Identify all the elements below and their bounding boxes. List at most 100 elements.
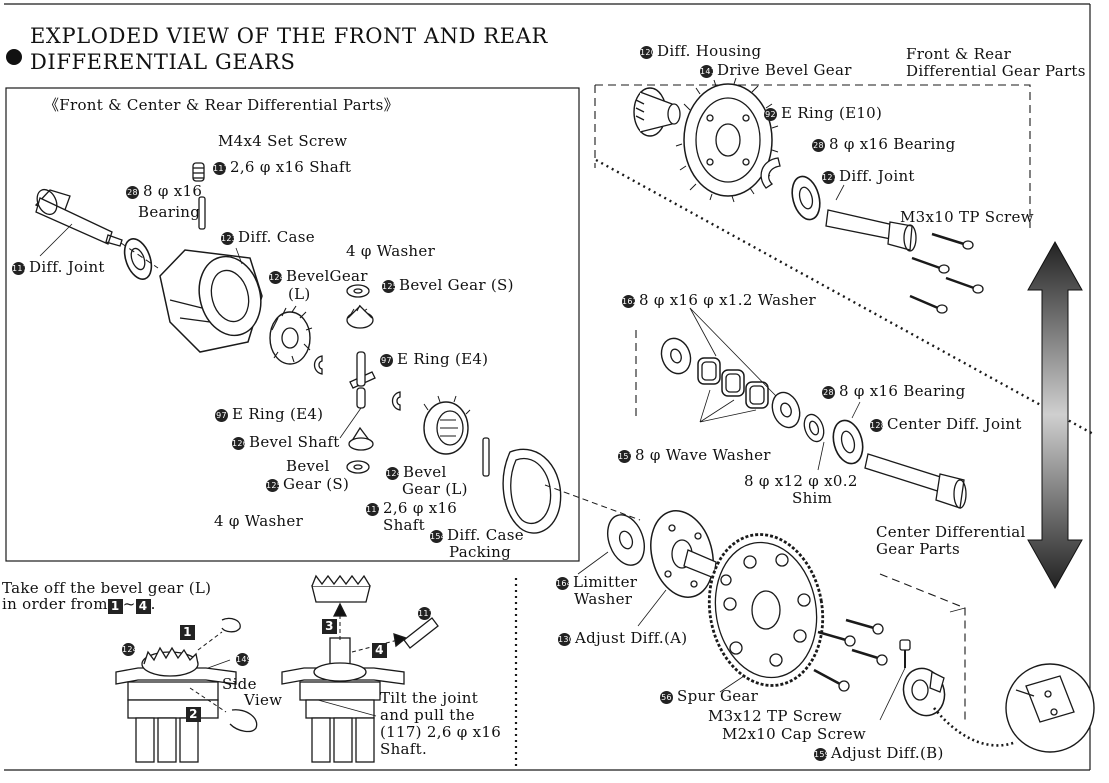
- side-view-label-2: View: [244, 691, 283, 709]
- part-number-badge: 125: [382, 280, 399, 293]
- part-number-badge: 97: [215, 409, 228, 422]
- leader: [39, 223, 73, 257]
- center-diff-joint-part: [864, 453, 967, 509]
- label-shaft-top: 1172,6 φ x16 Shaft: [213, 158, 352, 176]
- page-title-line1: EXPLODED VIEW OF THE FRONT AND REAR: [30, 24, 548, 48]
- label-diff-joint: 117Diff. Joint: [12, 258, 105, 276]
- part-number-badge: 157: [618, 450, 635, 463]
- diff-case-part: [159, 249, 263, 353]
- label-limitter-washer: 164Limitter: [556, 573, 638, 591]
- part-number-badge: 117: [12, 262, 29, 275]
- part-number-badge: 124: [269, 271, 286, 284]
- tilt-instruction-3: (117) 2,6 φ x16: [380, 723, 502, 741]
- spur-gear-part: [707, 533, 825, 687]
- label-bevel-gear-l2: 124Bevel: [386, 463, 447, 481]
- dotted-diagonal: [595, 158, 1096, 437]
- callout-149: 149: [236, 653, 253, 666]
- part-number-badge: 28: [822, 386, 835, 399]
- tilt-instruction-1: Tilt the joint: [380, 689, 479, 707]
- bevel-gear-l2-part: [423, 395, 471, 455]
- label-diff-housing: 120Diff. Housing: [640, 42, 762, 60]
- part-number-badge: 124: [386, 467, 403, 480]
- label-washer-1-2: 1628 φ x16 φ x1.2 Washer: [622, 291, 817, 309]
- adjust-diff-b-part: [902, 667, 946, 717]
- part-number-badge: 126: [232, 437, 249, 450]
- washer-1-2-part: [660, 337, 692, 375]
- step-1-badge: 1: [180, 622, 195, 640]
- label-washer4-top: 4 φ Washer: [346, 242, 436, 260]
- parts-box-frame: [5, 87, 580, 562]
- label-tp-screw-top: M3x10 TP Screw: [900, 208, 1034, 226]
- label-group-front-rear: Front & Rear: [906, 45, 1012, 63]
- label-bevel-gear-l: 124BevelGear: [269, 267, 368, 285]
- label-bevel-gear-s: 125Bevel Gear (S): [382, 276, 514, 294]
- label-cap-screw: M2x10 Cap Screw: [722, 725, 867, 743]
- label-set-screw: M4x4 Set Screw: [218, 132, 348, 150]
- diff-joint-part: [34, 188, 123, 247]
- part-number-badge: 164: [556, 577, 573, 590]
- adjust-diff-a-part: [650, 510, 717, 598]
- parts-box-heading: 《Front & Center & Rear Differential Part…: [44, 96, 399, 114]
- bevel-gear-s-part: [346, 304, 374, 329]
- washer-center-part: [771, 391, 801, 429]
- label-packing-2: Packing: [449, 543, 512, 561]
- part-number-badge: 97: [380, 354, 393, 367]
- tp-screws-top: [909, 232, 984, 314]
- wave-washers-part: [697, 357, 769, 409]
- tilt-instruction-2: and pull the: [380, 706, 475, 724]
- label-limitter-washer-2: Washer: [574, 590, 633, 608]
- washer4-bottom-part: [346, 460, 370, 474]
- label-bevel-gear-s2: Bevel: [286, 457, 330, 475]
- label-bevel-shaft: 126Bevel Shaft: [232, 433, 340, 451]
- label-drive-bevel-gear: 141Drive Bevel Gear: [700, 61, 852, 79]
- callout-124: 124: [122, 643, 139, 656]
- part-number-badge: 162: [622, 295, 639, 308]
- set-screw-part: [192, 162, 205, 182]
- label-packing: 154Diff. Case: [430, 526, 524, 544]
- label-diff-joint-top: 127Diff. Joint: [822, 167, 915, 185]
- side-view-fixture: [115, 646, 237, 763]
- label-shim-2: Shim: [792, 489, 833, 507]
- label-bevel-gear-l2-2: Gear (L): [402, 480, 468, 498]
- label-shim: 8 φ x12 φ x0.2: [744, 472, 858, 490]
- cap-screw-part: [899, 639, 911, 668]
- side-view-fixture-2: [281, 637, 405, 763]
- step-badge: 1: [107, 599, 123, 614]
- part-number-badge: 130: [558, 633, 575, 646]
- step-badge: 4: [135, 599, 151, 614]
- pulled-shaft: [403, 617, 439, 649]
- diff-joint-top-part: [825, 209, 917, 252]
- part-number-badge: 123: [221, 232, 238, 245]
- label-bearing-left-2: Bearing: [138, 203, 201, 221]
- label-group-center-2: Gear Parts: [876, 540, 960, 558]
- e-ring-right-part: [391, 391, 401, 411]
- part-number-badge: 128: [870, 419, 887, 432]
- shaft-bottom-part: [482, 437, 490, 477]
- label-bevel-gear-l-2: (L): [288, 285, 311, 303]
- step-2-badge: 2: [186, 704, 201, 722]
- bearing-center-part: [832, 419, 864, 465]
- bearing-left-part: [123, 238, 153, 280]
- part-number-badge: 127: [822, 171, 839, 184]
- label-tp-screw-bottom: M3x12 TP Screw: [708, 707, 842, 725]
- group-bracket-top: [595, 84, 1031, 228]
- e-ring-e10-part: [760, 157, 781, 189]
- label-adjust-diff-a: 130Adjust Diff.(A): [558, 629, 688, 647]
- washer4-top-part: [346, 284, 370, 298]
- detail-inset-circle: [1005, 663, 1095, 753]
- bearing-top-part: [791, 175, 821, 221]
- label-diff-case: 123Diff. Case: [221, 228, 315, 246]
- part-number-badge: 117: [213, 162, 230, 175]
- label-bevel-gear-s2-2: 125Gear (S): [266, 475, 350, 493]
- shim-part: [803, 413, 825, 443]
- label-adjust-diff-b: 159Adjust Diff.(B): [814, 744, 944, 762]
- e-ring-left-part: [313, 355, 323, 375]
- label-group-front-rear-2: Differential Gear Parts: [906, 62, 1086, 80]
